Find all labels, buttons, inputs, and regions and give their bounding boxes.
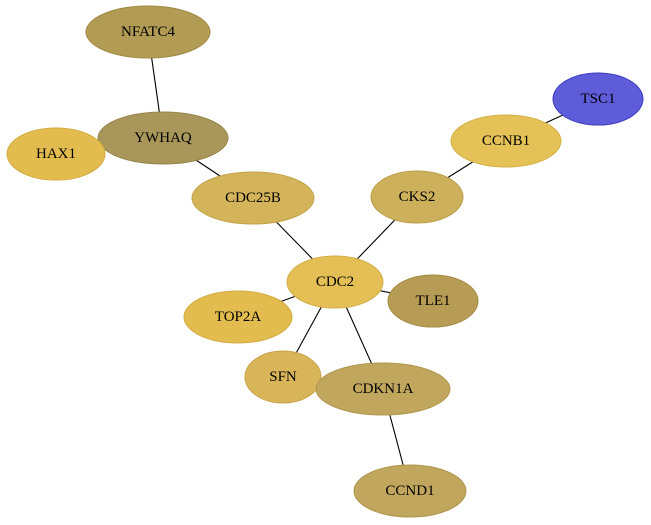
node-ccnb1[interactable]: CCNB1 (450, 114, 562, 168)
node-ellipse-cdkn1a (315, 362, 451, 416)
node-ellipse-ccnd1 (353, 464, 467, 518)
node-label-ccnb1: CCNB1 (482, 133, 530, 149)
node-label-sfn: SFN (269, 369, 297, 385)
node-label-tle1: TLE1 (416, 293, 451, 309)
node-tle1[interactable]: TLE1 (387, 274, 479, 328)
node-ellipse-nfatc4 (85, 5, 211, 59)
node-cdkn1a[interactable]: CDKN1A (315, 362, 451, 416)
node-label-cdc25b: CDC25B (225, 190, 281, 206)
node-label-ywhaq: YWHAQ (134, 130, 192, 146)
node-cdc25b[interactable]: CDC25B (191, 171, 315, 225)
node-label-nfatc4: NFATC4 (121, 24, 175, 40)
node-ellipse-tsc1 (552, 72, 644, 126)
node-ellipse-ccnb1 (450, 114, 562, 168)
node-cks2[interactable]: CKS2 (370, 170, 464, 224)
node-label-cks2: CKS2 (399, 189, 436, 205)
node-sfn[interactable]: SFN (244, 350, 322, 404)
node-ywhaq[interactable]: YWHAQ (97, 111, 229, 165)
node-ellipse-top2a (183, 290, 293, 344)
node-ellipse-tle1 (387, 274, 479, 328)
node-label-top2a: TOP2A (215, 309, 262, 325)
node-nfatc4[interactable]: NFATC4 (85, 5, 211, 59)
node-ellipse-ywhaq (97, 111, 229, 165)
node-ellipse-sfn (244, 350, 322, 404)
node-ellipse-cdc25b (191, 171, 315, 225)
node-label-hax1: HAX1 (36, 146, 76, 162)
node-label-cdkn1a: CDKN1A (353, 381, 414, 397)
node-ellipse-cks2 (370, 170, 464, 224)
node-top2a[interactable]: TOP2A (183, 290, 293, 344)
node-label-tsc1: TSC1 (580, 91, 615, 107)
node-label-ccnd1: CCND1 (385, 483, 434, 499)
node-tsc1[interactable]: TSC1 (552, 72, 644, 126)
node-ellipse-hax1 (6, 127, 106, 181)
node-label-cdc2: CDC2 (316, 274, 354, 290)
node-hax1[interactable]: HAX1 (6, 127, 106, 181)
node-ccnd1[interactable]: CCND1 (353, 464, 467, 518)
node-ellipse-cdc2 (286, 255, 384, 309)
node-cdc2[interactable]: CDC2 (286, 255, 384, 309)
